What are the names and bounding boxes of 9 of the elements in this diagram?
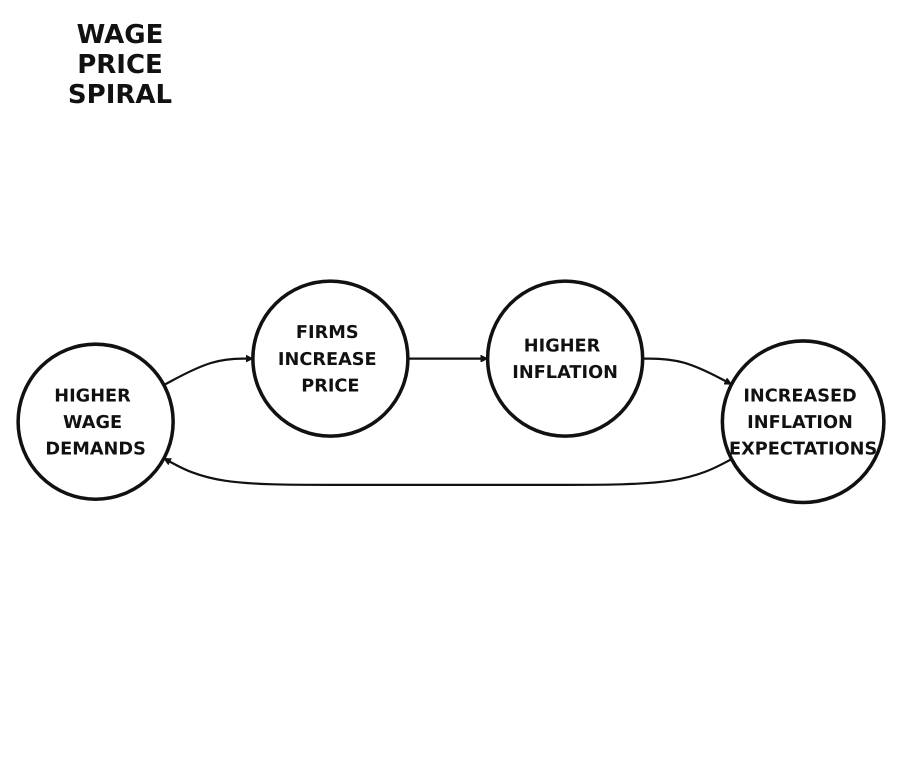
arrow xyxy=(407,354,488,362)
arrow xyxy=(642,357,732,384)
node-circle: INCREASED INFLATION EXPECTATIONS xyxy=(720,338,886,504)
arrow xyxy=(163,458,732,486)
arrow xyxy=(162,354,253,386)
diagram-label: WAGE PRICE SPIRAL xyxy=(66,20,174,110)
node-circle: FIRMS INCREASE PRICE xyxy=(250,279,410,438)
node-circle: HIGHER WAGE DEMANDS xyxy=(16,342,174,501)
node-circle: HIGHER INFLATION xyxy=(485,279,644,438)
